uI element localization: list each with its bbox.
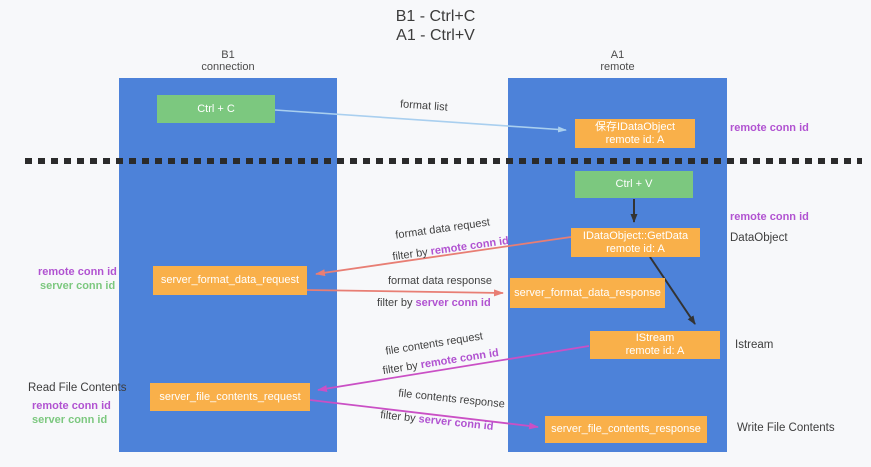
remote-conn-id-text: remote conn id [429,234,510,258]
node-getdata-line1: IDataObject::GetData [582,229,689,242]
left-label-server-conn-id: server conn id [40,280,116,292]
node-save-idataobject: 保存IDataObject remote id: A [575,119,695,148]
node-file-response-label: server_file_contents_response [551,423,701,435]
node-save-idataobject-line2: remote id: A [605,133,665,146]
node-getdata-line2: remote id: A [606,242,665,255]
edge-label-format-data-response: format data response [388,275,492,287]
node-server-file-contents-response: server_file_contents_response [545,416,707,443]
filter-by-text: filter by [391,245,432,264]
left-label-remote-conn-id-2: remote conn id [32,400,111,412]
node-istream-line2: remote id: A [625,345,685,357]
lane-a1-subtitle: remote [600,61,635,73]
lane-b1-subtitle: connection [201,61,255,73]
lane-b1-title: B1 [221,49,235,61]
left-label-remote-conn-id: remote conn id [38,266,117,278]
lane-header-b1: B1 connection [119,49,337,73]
edge-label-file-contents-response: file contents response [397,387,506,411]
left-label-read-file-contents: Read File Contents [28,382,127,394]
title-line-2: A1 - Ctrl+V [396,27,475,44]
node-file-request-label: server_file_contents_request [159,390,301,403]
filter-by-text: filter by [377,297,416,309]
right-label-remote-conn-id-top: remote conn id [730,122,809,134]
node-idataobject-getdata: IDataObject::GetData remote id: A [571,228,700,257]
node-server-format-data-request: server_format_data_request [153,266,307,295]
right-label-remote-conn-id-mid: remote conn id [730,211,809,223]
server-conn-id-text: server conn id [417,413,495,433]
node-istream: IStream remote id: A [590,331,720,359]
node-save-idataobject-line1: 保存IDataObject [594,120,676,133]
left-label-server-conn-id-2: server conn id [32,414,108,426]
node-server-format-data-response: server_format_data_response [510,278,665,308]
node-format-request-label: server_format_data_request [160,274,300,286]
right-label-istream: Istream [735,339,774,351]
node-ctrl-v-label: Ctrl + V [615,178,653,190]
diagram-title: B1 - Ctrl+C A1 - Ctrl+V [0,7,871,45]
right-label-dataobject: DataObject [730,232,788,244]
node-istream-line1: IStream [635,332,675,344]
filter-by-text: filter by [379,409,420,426]
edge-label-format-data-request: format data request [394,216,491,242]
edge-label-format-list: format list [399,98,449,114]
lane-a1-title: A1 [610,49,625,61]
edge-label-filter-by-server-2: filter by server conn id [380,409,494,433]
node-ctrl-c: Ctrl + C [157,95,275,123]
right-label-write-file-contents: Write File Contents [737,422,835,434]
node-ctrl-v: Ctrl + V [575,171,693,198]
node-format-response-label: server_format_data_response [514,286,661,299]
lane-header-a1: A1 remote [508,49,727,73]
remote-conn-id-text: remote conn id [419,346,500,372]
dashed-divider [25,158,862,164]
server-conn-id-text: server conn id [415,297,491,309]
edge-label-filter-by-server-1: filter by server conn id [377,297,491,309]
filter-by-text: filter by [381,359,422,378]
node-server-file-contents-request: server_file_contents_request [150,383,310,411]
title-line-1: B1 - Ctrl+C [395,8,476,25]
node-ctrl-c-label: Ctrl + C [197,102,235,115]
